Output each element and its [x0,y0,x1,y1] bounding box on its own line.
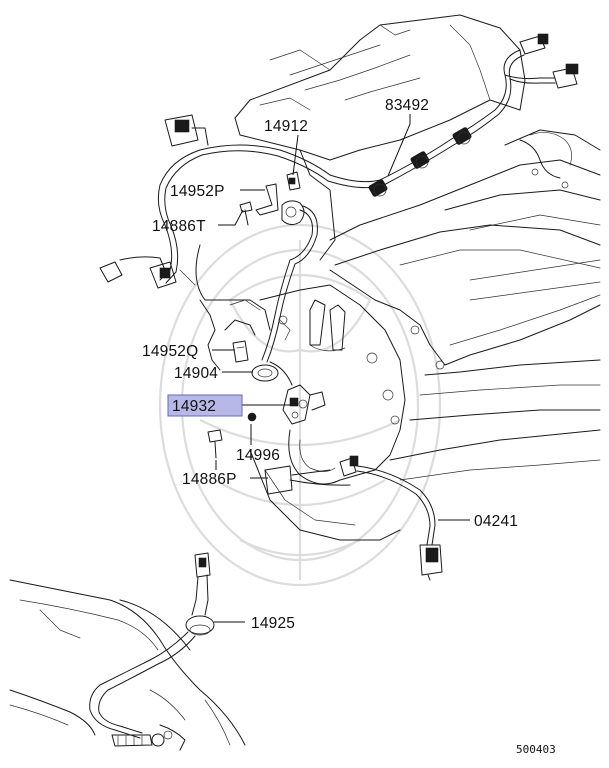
part-label-14996[interactable]: 14996 [236,447,280,464]
exhaust-oxygen-sensor [9,552,246,751]
part-label-14925[interactable]: 14925 [251,615,295,632]
part-label-14912[interactable]: 14912 [264,118,308,135]
part-label-14932[interactable]: 14932 [172,398,216,415]
part-labels: 83492 14912 14952P 14886T 14952Q 14904 1… [142,97,518,632]
wiring-harness [99,33,579,289]
part-label-14886p[interactable]: 14886P [182,471,237,488]
sensor-assembly [207,171,443,581]
part-label-14886t[interactable]: 14886T [152,218,206,235]
leader-lines [212,114,470,623]
highlight-box [167,394,243,417]
part-label-83492[interactable]: 83492 [385,97,429,114]
part-label-14904[interactable]: 14904 [174,365,218,382]
engine-block-drawing [179,14,601,541]
watermark-emblem [158,223,442,587]
part-label-04241[interactable]: 04241 [474,513,518,530]
part-label-14952q[interactable]: 14952Q [142,343,198,360]
part-label-14952p[interactable]: 14952P [170,183,225,200]
diagram-id: 500403 [516,743,556,756]
